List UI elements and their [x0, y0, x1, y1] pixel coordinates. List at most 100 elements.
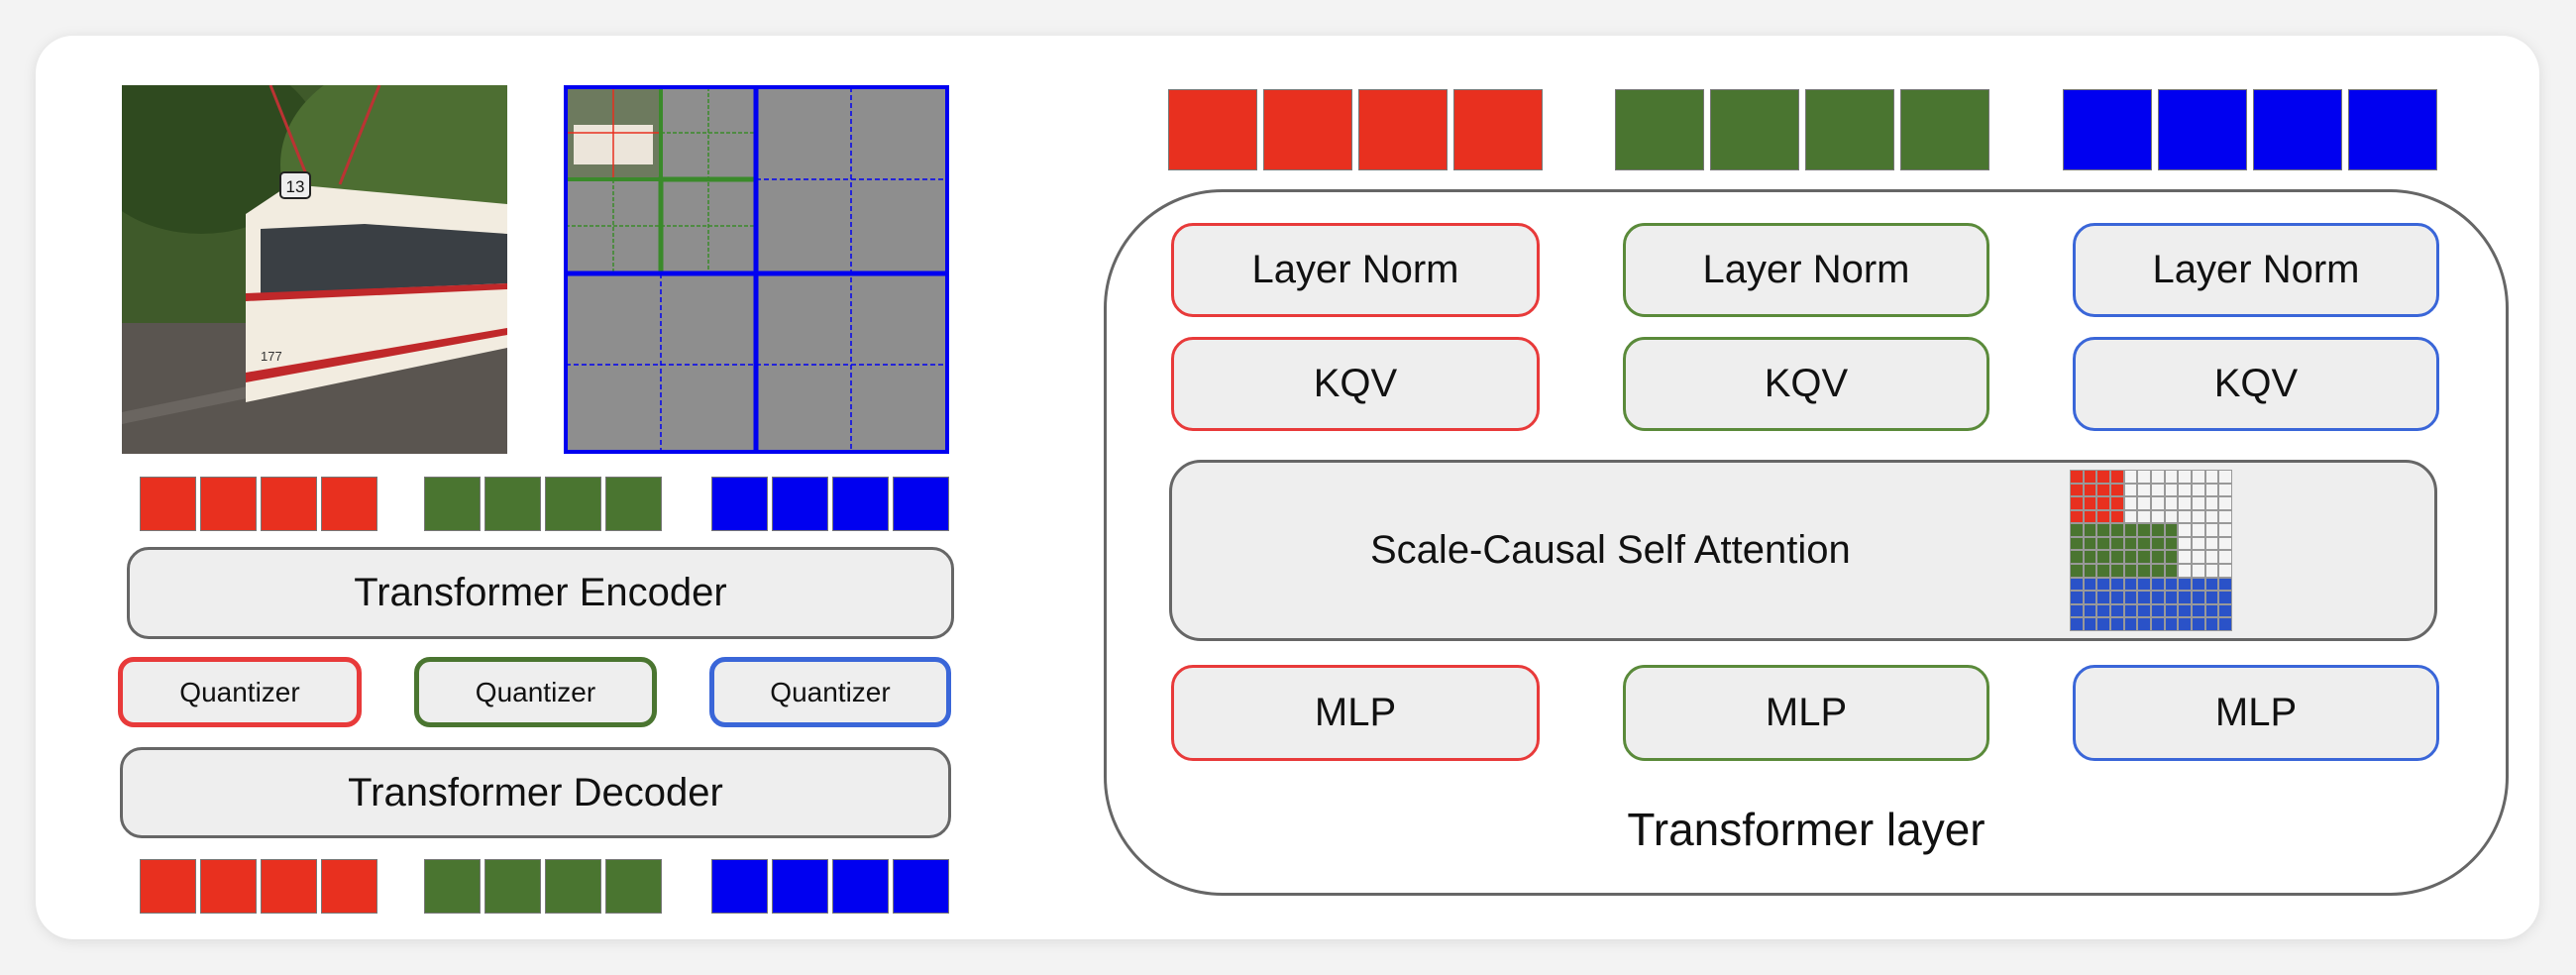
attention-mask-cell: [2218, 577, 2232, 592]
attention-mask-cell: [2178, 591, 2192, 604]
multiscale-residual-image: [564, 85, 949, 454]
encoder-input-tokens-blue: [711, 477, 949, 531]
layer-norm-label: Layer Norm: [1702, 248, 1910, 291]
quantizer-red: Quantizer: [118, 657, 362, 727]
attention-mask-cell: [2192, 523, 2205, 537]
attention-mask-cell: [2192, 483, 2205, 497]
attention-mask-cell: [2083, 536, 2097, 551]
attention-mask-cell: [2151, 536, 2165, 551]
attention-mask-cell: [2070, 496, 2084, 510]
attention-mask-cell: [2083, 483, 2097, 497]
attention-mask-cell: [2096, 536, 2110, 551]
token-square: [711, 477, 768, 531]
token-square: [1805, 89, 1894, 170]
transformer-layer-caption: Transformer layer: [1627, 804, 1986, 855]
token-square: [1710, 89, 1799, 170]
attention-mask-cell: [2204, 564, 2219, 578]
token-square: [893, 859, 949, 914]
token-square: [261, 477, 317, 531]
attention-mask-cell: [2164, 617, 2179, 631]
token-square: [140, 477, 196, 531]
attention-mask-cell: [2218, 550, 2232, 565]
tram-route-number: 13: [286, 177, 305, 196]
attention-mask-cell: [2137, 617, 2151, 631]
attention-mask-cell: [2204, 550, 2219, 565]
quantizer-label: Quantizer: [179, 676, 300, 707]
attention-mask-cell: [2123, 603, 2138, 618]
attention-mask-cell: [2123, 617, 2138, 631]
token-square: [140, 859, 196, 914]
token-square: [1263, 89, 1352, 170]
mlp-red: MLP: [1171, 665, 1540, 761]
layer-norm-label: Layer Norm: [1251, 248, 1459, 291]
attention-mask-cell: [2204, 523, 2219, 537]
attention-mask-cell: [2110, 591, 2124, 604]
attention-mask-cell: [2083, 509, 2097, 524]
attention-mask-cell: [2192, 550, 2205, 565]
kqv-label: KQV: [1313, 362, 1398, 405]
attention-mask-cell: [2137, 496, 2151, 510]
attention-mask-cell: [2110, 550, 2124, 565]
attention-mask-cell: [2096, 470, 2110, 484]
attention-mask-cell: [2123, 577, 2138, 592]
kqv-blue: KQV: [2073, 337, 2439, 431]
attention-mask-cell: [2164, 470, 2179, 484]
attention-mask-cell: [2137, 470, 2151, 484]
token-square: [484, 477, 541, 531]
transformer-encoder-block: Transformer Encoder: [127, 547, 954, 639]
token-square: [1900, 89, 1989, 170]
attention-mask-cell: [2110, 483, 2124, 497]
attention-mask-cell: [2070, 536, 2084, 551]
attention-mask-cell: [2204, 603, 2219, 618]
transformer-layer-container: [1104, 189, 2509, 896]
attention-mask-cell: [2192, 617, 2205, 631]
attention-mask-cell: [2192, 536, 2205, 551]
attention-mask-cell: [2110, 509, 2124, 524]
attention-mask-cell: [2137, 591, 2151, 604]
mlp-label: MLP: [2214, 691, 2298, 734]
encoder-input-tokens-red: [140, 477, 377, 531]
attention-mask-cell: [2137, 564, 2151, 578]
token-square: [484, 859, 541, 914]
attention-mask-cell: [2070, 470, 2084, 484]
attention-mask-cell: [2151, 550, 2165, 565]
attention-mask-cell: [2178, 470, 2192, 484]
attention-mask-cell: [2192, 577, 2205, 592]
transformer-encoder-label: Transformer Encoder: [354, 571, 727, 614]
attention-mask-cell: [2151, 523, 2165, 537]
mlp-label: MLP: [1314, 691, 1397, 734]
attention-mask-cell: [2083, 617, 2097, 631]
attention-mask-cell: [2096, 591, 2110, 604]
attention-mask-cell: [2218, 617, 2232, 631]
mlp-label: MLP: [1765, 691, 1848, 734]
attention-mask-cell: [2204, 470, 2219, 484]
attention-mask-cell: [2178, 523, 2192, 537]
attention-mask-cell: [2137, 577, 2151, 592]
attention-mask-cell: [2096, 617, 2110, 631]
attention-mask-cell: [2218, 483, 2232, 497]
attention-mask-cell: [2137, 550, 2151, 565]
token-square: [545, 477, 601, 531]
layer-norm-red: Layer Norm: [1171, 223, 1540, 317]
token-square: [2348, 89, 2437, 170]
kqv-red: KQV: [1171, 337, 1540, 431]
attention-mask-cell: [2137, 523, 2151, 537]
mlp-green: MLP: [1623, 665, 1989, 761]
layer-norm-green: Layer Norm: [1623, 223, 1989, 317]
causal-attention-mask: [2070, 470, 2232, 631]
attention-mask-cell: [2123, 564, 2138, 578]
decoder-output-tokens-blue: [711, 859, 949, 914]
attention-mask-cell: [2164, 564, 2179, 578]
attention-mask-cell: [2070, 550, 2084, 565]
attention-mask-cell: [2123, 550, 2138, 565]
attention-mask-cell: [2070, 523, 2084, 537]
attention-mask-cell: [2096, 523, 2110, 537]
attention-mask-cell: [2137, 483, 2151, 497]
attention-mask-cell: [2164, 603, 2179, 618]
attention-mask-cell: [2164, 496, 2179, 510]
kqv-label: KQV: [2213, 362, 2299, 405]
attention-mask-cell: [2110, 536, 2124, 551]
layer-norm-blue: Layer Norm: [2073, 223, 2439, 317]
kqv-label: KQV: [1764, 362, 1849, 405]
attention-mask-cell: [2164, 550, 2179, 565]
